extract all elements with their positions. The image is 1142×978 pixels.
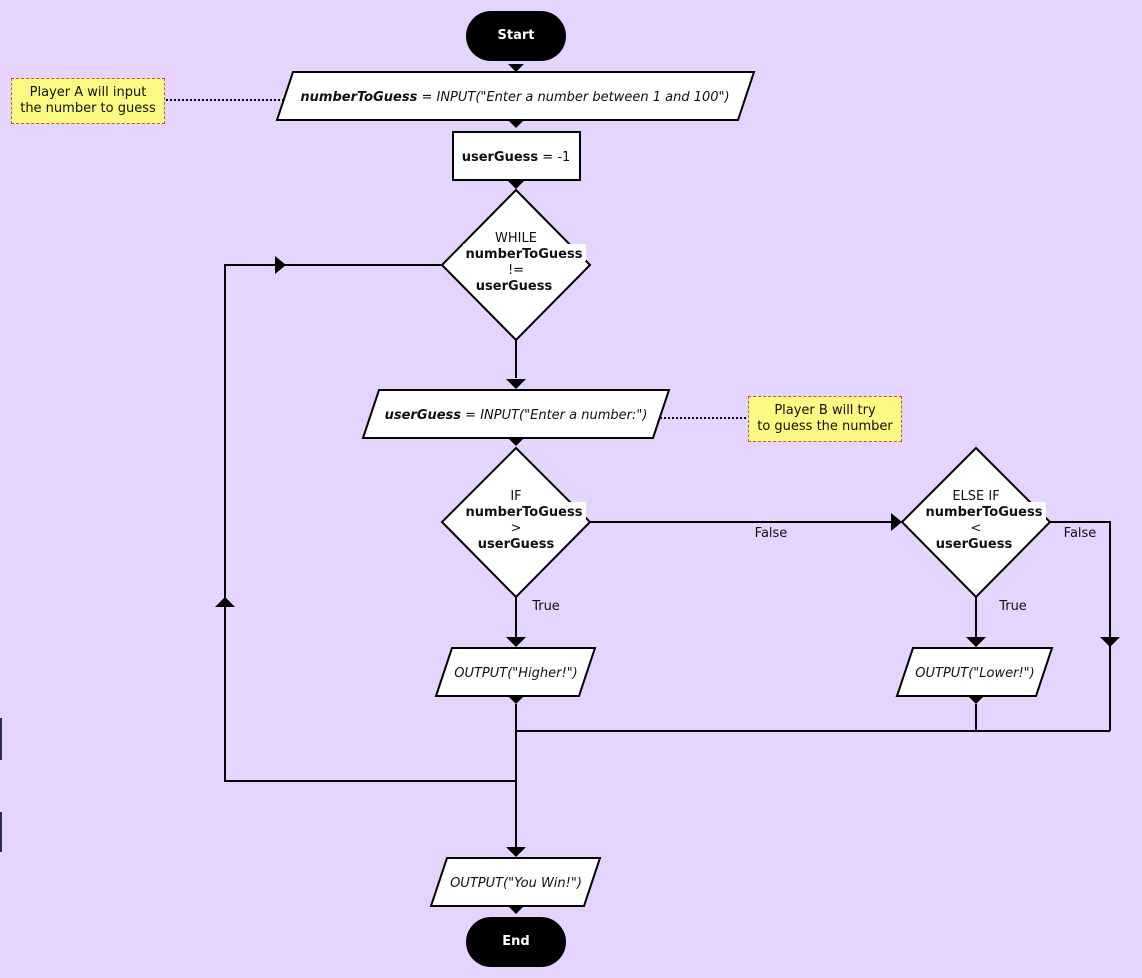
- if-decision: IF numberToGuess > userGuess: [440, 446, 592, 599]
- input-guess-expr: = INPUT("Enter a number:"): [461, 408, 647, 423]
- input-number-node: numberToGuess = INPUT("Enter a number be…: [275, 71, 756, 121]
- note-player-a-line1: Player A will input: [29, 85, 147, 100]
- arrowhead: [508, 64, 524, 72]
- input-guess-var: userGuess: [385, 408, 462, 423]
- arrowhead-down: [1100, 637, 1120, 647]
- arrowhead-down: [966, 637, 986, 647]
- arrowhead-down: [506, 847, 526, 857]
- connectors: [224, 264, 1111, 848]
- while-keyword: WHILE: [495, 231, 537, 246]
- elseif-decision: ELSE IF numberToGuess < userGuess: [900, 446, 1052, 599]
- arrowhead-right: [275, 256, 286, 274]
- while-operator: !=: [508, 263, 524, 278]
- if-keyword: IF: [510, 489, 521, 504]
- output-win-text: OUTPUT("You Win!"): [450, 876, 582, 891]
- while-right-operand: userGuess: [476, 279, 553, 294]
- input-number-var: numberToGuess: [300, 90, 417, 105]
- arrowhead: [508, 120, 524, 128]
- output-lower-node: OUTPUT("Lower!"): [895, 647, 1054, 697]
- note-player-b-line2: to guess the number: [757, 419, 893, 434]
- connector-elseif-false: [1049, 521, 1111, 638]
- if-operator: >: [511, 521, 522, 536]
- note-player-a-line2: the number to guess: [20, 101, 156, 116]
- arrowhead: [508, 906, 524, 914]
- input-number-expr: = INPUT("Enter a number between 1 and 10…: [417, 90, 729, 105]
- if-left-operand: numberToGuess: [466, 505, 583, 520]
- arrowhead: [508, 696, 524, 704]
- elseif-left-operand: numberToGuess: [926, 505, 1043, 520]
- output-lower-text: OUTPUT("Lower!"): [915, 666, 1034, 681]
- note-player-a: Player A will input the number to guess: [11, 78, 165, 124]
- note-connectors: [166, 99, 748, 419]
- arrowhead-right: [891, 513, 902, 531]
- start-terminal: Start: [466, 11, 566, 61]
- note-player-b: Player B will try to guess the number: [748, 396, 902, 442]
- arrowhead: [968, 696, 984, 704]
- arrowhead-down: [506, 637, 526, 647]
- note-player-b-line1: Player B will try: [774, 403, 876, 418]
- elseif-keyword: ELSE IF: [952, 489, 999, 504]
- end-label: End: [502, 934, 529, 949]
- if-right-operand: userGuess: [478, 537, 555, 552]
- svg-text:userGuess = -1: userGuess = -1: [462, 150, 571, 165]
- output-win-node: OUTPUT("You Win!"): [429, 857, 602, 907]
- arrowhead: [508, 438, 524, 446]
- arrowhead-up: [215, 597, 235, 607]
- elseif-false-label: False: [1064, 526, 1097, 541]
- elseif-true-label: True: [998, 599, 1027, 614]
- input-guess-node: userGuess = INPUT("Enter a number:"): [361, 389, 671, 439]
- start-label: Start: [498, 28, 535, 43]
- window-edge-marker: [0, 718, 2, 760]
- while-decision: WHILE numberToGuess != userGuess: [440, 188, 592, 342]
- arrowhead: [508, 181, 524, 189]
- init-guess-node: userGuess = -1: [452, 131, 581, 181]
- end-terminal: End: [466, 917, 566, 967]
- elseif-right-operand: userGuess: [936, 537, 1013, 552]
- svg-text:numberToGuess = INPUT("Enter a: numberToGuess = INPUT("Enter a number be…: [300, 90, 729, 105]
- output-higher-node: OUTPUT("Higher!"): [434, 647, 597, 697]
- arrowhead-down: [506, 379, 526, 389]
- elseif-operator: <: [971, 521, 982, 536]
- if-true-label: True: [531, 599, 560, 614]
- while-left-operand: numberToGuess: [466, 247, 583, 262]
- window-edge-marker: [0, 812, 2, 852]
- init-guess-expr: = -1: [538, 150, 570, 165]
- if-false-label: False: [755, 526, 788, 541]
- output-higher-text: OUTPUT("Higher!"): [454, 666, 578, 681]
- svg-text:userGuess = INPUT("Enter a num: userGuess = INPUT("Enter a number:"): [385, 408, 648, 423]
- arrowheads: [215, 64, 1120, 914]
- connector-loop-back: [224, 264, 516, 782]
- init-guess-var: userGuess: [462, 150, 539, 165]
